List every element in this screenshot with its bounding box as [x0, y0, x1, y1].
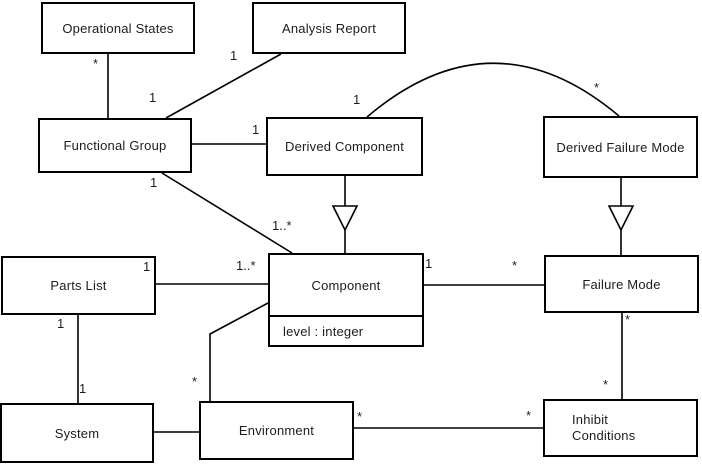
class-inhibit-conditions: Inhibit Conditions — [543, 399, 698, 457]
class-derived-component: Derived Component — [266, 117, 423, 176]
class-name-label: Inhibit Conditions — [572, 411, 636, 443]
multiplicity-label: 1 — [143, 259, 151, 274]
multiplicity-label: * — [192, 374, 198, 389]
class-failure-mode: Failure Mode — [544, 255, 699, 313]
multiplicity-label: 1 — [79, 381, 87, 396]
class-name-label: Failure Mode — [582, 276, 661, 292]
assoc-line-analysis-report-functional-group — [165, 53, 282, 119]
class-derived-failure-mode: Derived Failure Mode — [543, 116, 698, 178]
multiplicity-label: 1 — [353, 92, 361, 107]
generalization-triangle-icon — [331, 205, 359, 232]
class-environment: Environment — [199, 401, 354, 460]
multiplicity-label: 1 — [150, 175, 158, 190]
class-name-label: Environment — [238, 423, 315, 438]
class-functional-group: Functional Group — [38, 118, 192, 173]
multiplicity-label: 1 — [252, 122, 260, 137]
multiplicity-label: 1 — [57, 316, 65, 331]
class-name-label: Analysis Report — [281, 20, 377, 36]
multiplicity-label: 1 — [230, 48, 238, 63]
multiplicity-label: * — [625, 312, 631, 327]
assoc-line-functional-group-component — [161, 172, 293, 254]
multiplicity-label: * — [357, 409, 363, 424]
multiplicity-label: * — [594, 80, 600, 95]
class-name-label: System — [54, 425, 100, 441]
multiplicity-label: 1..* — [272, 218, 292, 233]
class-analysis-report: Analysis Report — [252, 2, 406, 54]
multiplicity-label: 1 — [149, 90, 157, 105]
class-attribute-compartment: level : integer — [270, 315, 422, 345]
multiplicity-label: 1 — [425, 256, 433, 271]
class-name-compartment: Component — [270, 255, 422, 315]
multiplicity-label: * — [512, 258, 518, 273]
class-parts-list: Parts List — [1, 256, 156, 315]
class-name-label: Derived Failure Mode — [556, 139, 685, 155]
class-operational-states: Operational States — [41, 2, 195, 54]
class-system: System — [0, 403, 154, 463]
class-component: Component level : integer — [268, 253, 424, 347]
class-name-label: Component — [311, 277, 381, 293]
class-name-label: Operational States — [62, 20, 174, 36]
class-name-label: Parts List — [50, 278, 107, 293]
generalization-triangle-icon — [607, 205, 635, 232]
assoc-line-environment-component — [209, 302, 269, 401]
multiplicity-label: 1..* — [236, 258, 256, 273]
class-name-label: Functional Group — [63, 138, 167, 153]
multiplicity-label: * — [526, 408, 532, 423]
assoc-arc-derived-component-derived-failure-mode — [366, 62, 620, 118]
class-attribute-label: level : integer — [283, 323, 364, 339]
multiplicity-label: * — [603, 377, 609, 392]
multiplicity-label: * — [93, 56, 99, 71]
class-name-label: Derived Component — [284, 139, 405, 154]
